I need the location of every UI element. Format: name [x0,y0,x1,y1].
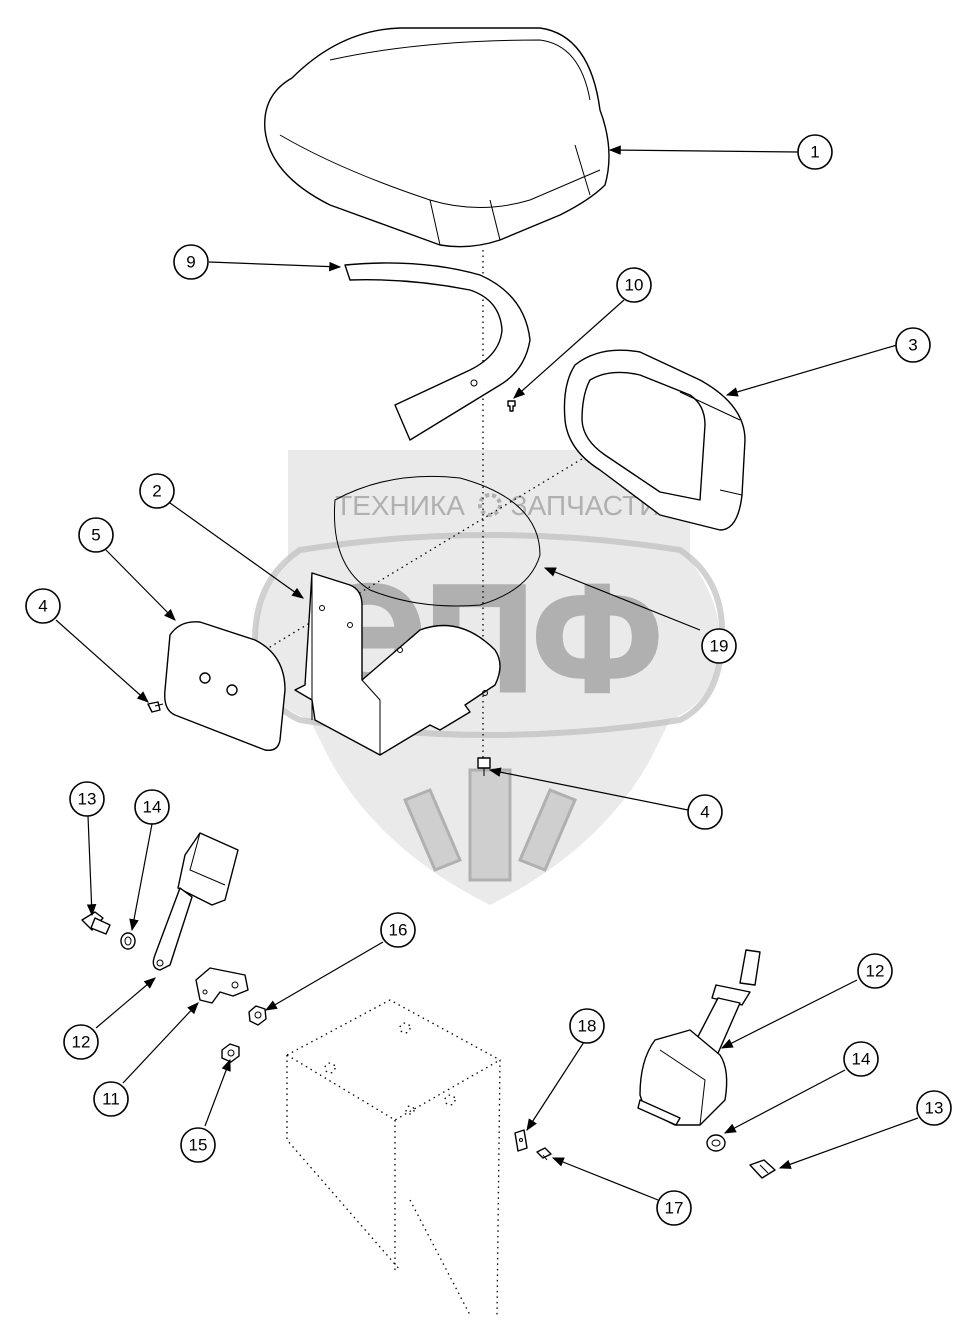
callout-label: 12 [72,1033,91,1052]
nut [221,1043,240,1063]
callout-label: 19 [710,637,729,656]
callout-label: 14 [852,1050,871,1069]
leader-lines [55,145,919,1201]
bolt-right [749,1159,776,1179]
callout-label: 11 [102,1090,120,1109]
callout-label: 9 [186,253,195,272]
clip [514,1129,528,1152]
callout-label: 5 [91,526,100,545]
washer-left [120,932,136,950]
callout-16: 16 [380,912,416,948]
washer-right [706,1134,726,1152]
seat-cushion [264,27,610,248]
callout-9: 9 [173,244,209,280]
callout-1: 1 [797,134,833,170]
bolt-left [81,911,111,935]
callout-label: 17 [665,1199,684,1218]
small-screw [507,400,516,412]
callout-label: 18 [578,1017,597,1036]
callout-15: 15 [180,1127,216,1163]
bracket [195,967,249,1004]
callout-label: 14 [143,798,162,817]
callout-label: 13 [925,1099,944,1118]
callout-4a: 4 [25,588,61,624]
nut-flange [248,1005,267,1026]
seat-plate [333,475,541,607]
callout-2: 2 [139,473,175,509]
callout-label: 15 [189,1136,208,1155]
callout-label: 4 [38,597,47,616]
seat-belt-buckle-left [152,832,239,971]
trim-strip [344,262,531,441]
backrest-cushion [563,349,746,531]
callout-14a: 14 [134,789,170,825]
callout-4b: 4 [687,794,723,830]
seat-base-outline [286,999,501,1316]
callout-label: 1 [810,143,819,162]
callout-11: 11 [93,1081,129,1117]
watermark-top-text: ТЕХНИКА [335,490,465,521]
callout-18: 18 [569,1008,605,1044]
callout-14b: 14 [843,1041,879,1077]
callout-label: 16 [389,921,408,940]
callout-label: 12 [866,962,885,981]
screw-small [536,1147,552,1161]
callout-12b: 12 [857,953,893,989]
screw-4a [147,701,164,713]
callout-12a: 12 [63,1024,99,1060]
callout-13b: 13 [916,1090,952,1126]
watermark-wheat-icon [403,768,577,882]
callout-19: 19 [701,628,737,664]
callout-10: 10 [616,267,652,303]
callout-label: 10 [625,276,644,295]
mounting-bracket [294,572,501,756]
callout-5: 5 [78,517,114,553]
side-panel [164,621,286,751]
callout-3: 3 [895,327,931,363]
callout-13a: 13 [69,781,105,817]
callout-label: 13 [78,790,97,809]
callout-label: 4 [700,803,709,822]
callout-17: 17 [656,1190,692,1226]
watermark-gear-icon [478,493,502,517]
callout-label: 2 [152,482,161,501]
seat-belt-retractor-right [637,949,761,1126]
callout-label: 3 [908,336,917,355]
